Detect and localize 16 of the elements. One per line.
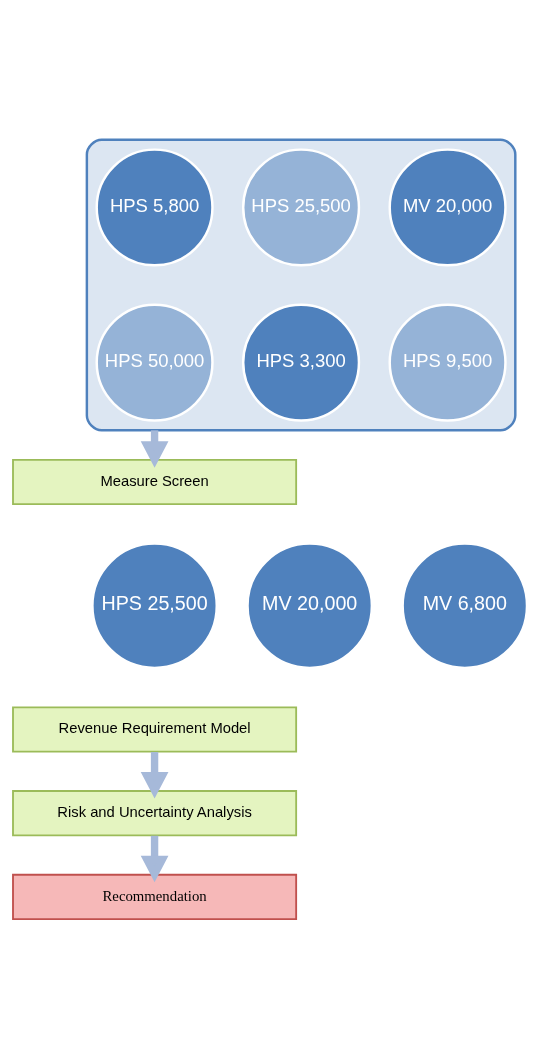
node-circle: MV 20,000 [246, 541, 374, 669]
node-box: Revenue Requirement Model [12, 705, 298, 753]
node-circle: HPS 5,800 [95, 147, 214, 267]
node-box: Risk and Uncertainty Analysis [12, 789, 298, 836]
node-circle: MV 20,000 [388, 147, 507, 267]
node-circle: HPS 25,500 [91, 541, 218, 669]
node-circle: MV 6,800 [401, 541, 529, 669]
node-circle: HPS 3,300 [242, 303, 361, 422]
arrow [140, 751, 169, 798]
node-circle: HPS 25,500 [242, 147, 361, 267]
node-box: Measure Screen [12, 458, 298, 505]
node-box: Recommendation [12, 873, 298, 920]
cluster [85, 138, 517, 432]
node-circle: HPS 50,000 [95, 303, 214, 422]
arrow [140, 835, 169, 882]
node-circle: HPS 9,500 [388, 303, 507, 422]
